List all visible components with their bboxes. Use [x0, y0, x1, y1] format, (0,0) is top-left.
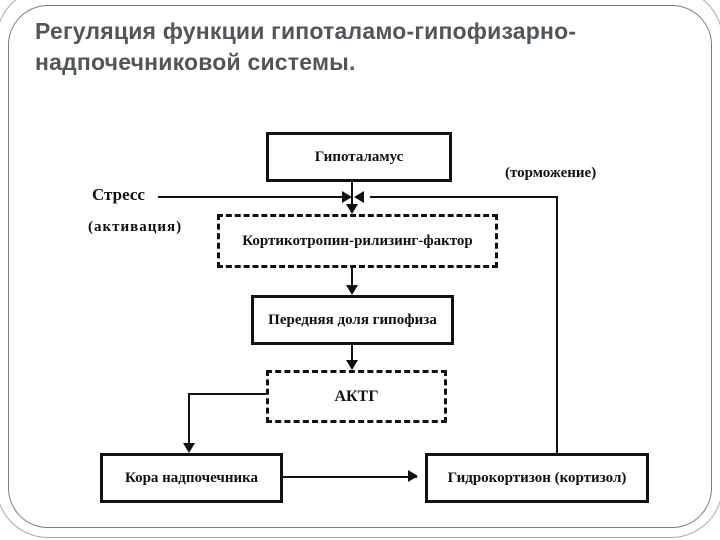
connector-adrenal-to-cortisol — [283, 476, 417, 478]
arrow-right-icon — [408, 470, 418, 482]
connector-pituitary-to-acth — [351, 344, 353, 362]
arrow-down-icon — [346, 285, 358, 295]
node-acth: АКТГ — [266, 370, 447, 423]
node-hydrocortisone: Гидрокортизон (кортизол) — [425, 453, 649, 503]
node-cortisol-label: Гидрокортизон (кортизол) — [447, 469, 627, 486]
arrow-down-icon — [346, 360, 358, 370]
node-corticotropin-releasing-factor: Кортикотропин-рилизинг-фактор — [217, 214, 498, 268]
node-hypothalamus-label: Гипоталамус — [314, 148, 404, 165]
page-title: Регуляция функции гипоталамо-гипофизарно… — [35, 16, 655, 78]
node-anterior-pituitary: Передняя доля гипофиза — [251, 295, 454, 345]
connector-feedback-vertical — [556, 196, 558, 454]
node-adrenal-label: Кора надпочечника — [124, 469, 259, 486]
connector-inhibition-horizontal — [370, 196, 558, 198]
arrow-down-icon — [183, 443, 195, 453]
node-acth-label: АКТГ — [334, 387, 379, 405]
node-crf-label: Кортикотропин-рилизинг-фактор — [242, 232, 473, 249]
label-stress: Стресс — [92, 185, 145, 204]
label-activation: (активация) — [88, 219, 183, 235]
connector-crf-to-pituitary — [351, 267, 353, 287]
page-title-line1: Регуляция функции гипоталамо-гипофизарно… — [35, 18, 577, 44]
arrow-right-icon — [342, 191, 352, 203]
arrow-left-icon — [354, 191, 364, 203]
node-adrenal-cortex: Кора надпочечника — [100, 453, 283, 503]
page-title-line2: надпочечниковой системы. — [35, 49, 356, 75]
node-hypothalamus: Гипоталамус — [266, 132, 452, 182]
connector-acth-elbow-horizontal — [189, 393, 267, 395]
connector-acth-elbow-vertical — [188, 393, 190, 445]
connector-hypothalamus-to-crf — [351, 181, 353, 206]
label-inhibition: (торможение) — [505, 165, 597, 181]
connector-stress-activation — [158, 196, 343, 198]
arrow-down-icon — [346, 204, 358, 214]
node-pituitary-label: Передняя доля гипофиза — [268, 311, 437, 328]
